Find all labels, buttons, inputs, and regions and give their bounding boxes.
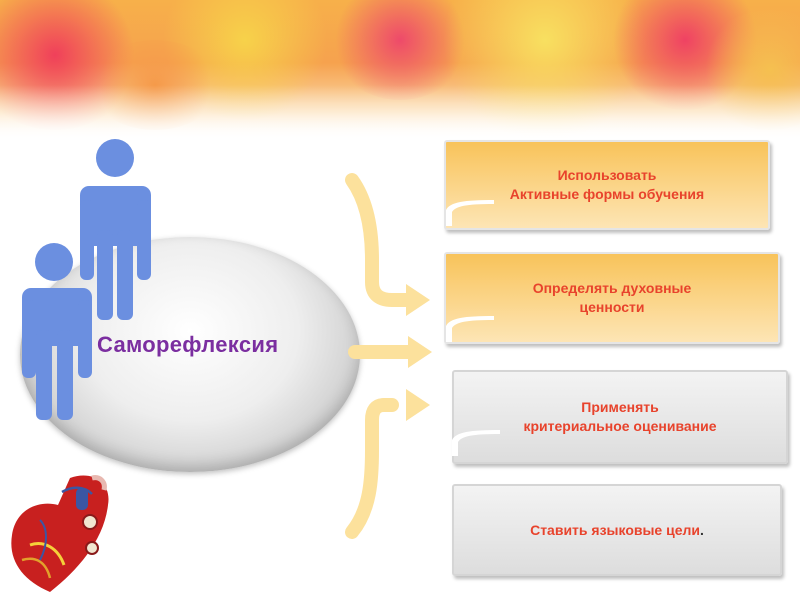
card-period: . <box>700 521 704 538</box>
person-figure-icon <box>22 243 92 420</box>
arrow-icon <box>345 398 399 539</box>
card-tab-decoration <box>446 200 494 226</box>
person-figure-icon <box>80 139 151 320</box>
central-ellipse <box>20 237 360 472</box>
card-tab-decoration <box>446 316 494 342</box>
card-tab-decoration <box>452 430 500 456</box>
card-line: ценности <box>579 299 645 315</box>
heart-illustration-icon <box>11 475 109 592</box>
card-line: Применять <box>581 399 659 415</box>
arrow-icon <box>408 336 432 368</box>
header-banner <box>0 0 800 140</box>
arrow-icon <box>406 284 430 316</box>
central-label: Саморефлексия <box>97 332 279 357</box>
card-line: Активные формы обучения <box>509 186 705 202</box>
card-active-learning: Использовать Активные формы обучения <box>444 140 770 230</box>
arrow-icon <box>406 389 430 421</box>
card-criteria-assessment: Применять критериальное оценивание <box>452 370 788 464</box>
card-line: Использовать <box>557 167 657 183</box>
card-spiritual-values: Определять духовные ценности <box>444 252 780 344</box>
card-line: Ставить языковые цели <box>530 521 701 538</box>
card-language-goals: Ставить языковые цели. <box>452 484 782 576</box>
arrow-icon <box>345 173 415 307</box>
card-line: критериальное оценивание <box>523 418 717 434</box>
card-line: Определять духовные <box>532 280 692 296</box>
